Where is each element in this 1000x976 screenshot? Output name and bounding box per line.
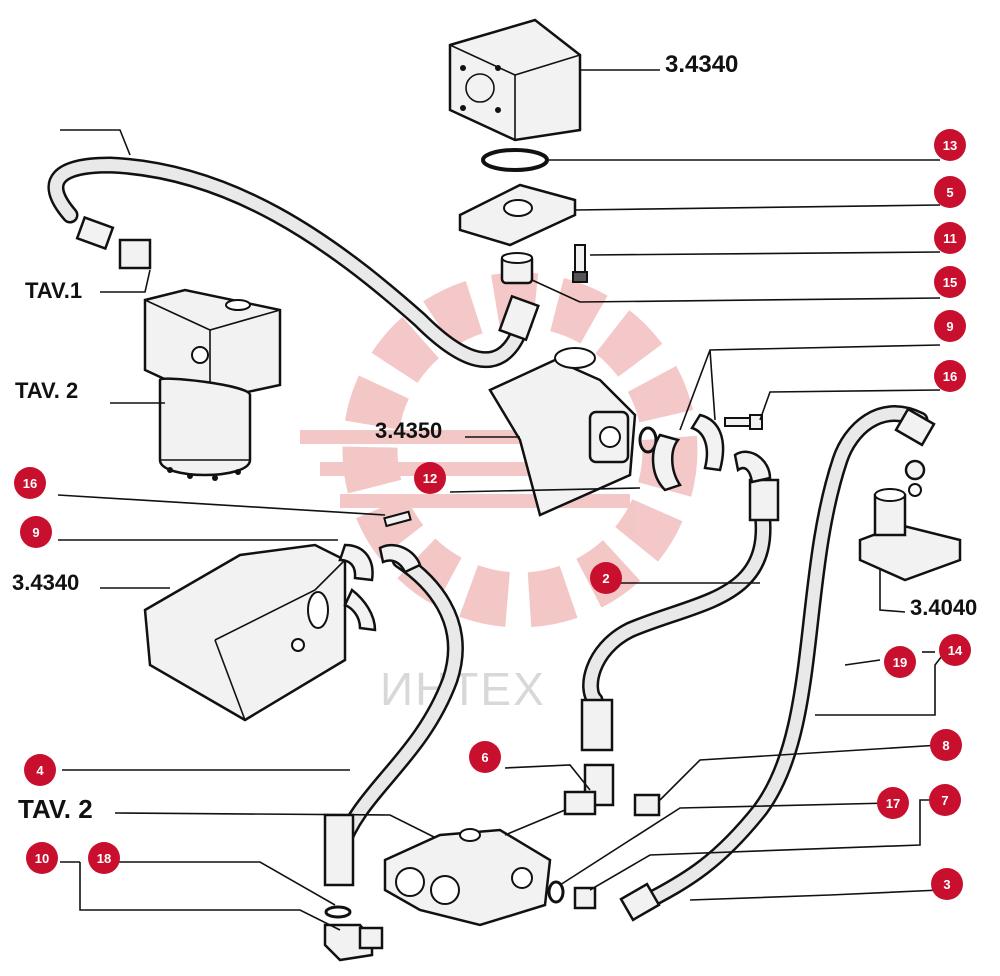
flange-plate xyxy=(458,183,577,247)
svg-text:6: 6 xyxy=(481,750,488,765)
clamp-halves-right xyxy=(651,413,725,492)
badge-12: 12 xyxy=(414,462,446,494)
svg-text:9: 9 xyxy=(32,525,39,540)
svg-text:14: 14 xyxy=(948,643,963,658)
svg-text:19: 19 xyxy=(893,655,907,670)
ref-pump: 3.4350 xyxy=(375,418,442,443)
svg-text:15: 15 xyxy=(943,275,957,290)
bolt-16-right xyxy=(724,414,763,430)
svg-text:8: 8 xyxy=(942,738,949,753)
badge-15: 15 xyxy=(934,266,966,298)
badge-9-left: 9 xyxy=(20,516,52,548)
badge-10: 10 xyxy=(26,842,58,874)
svg-text:11: 11 xyxy=(943,231,957,246)
valve-block-top xyxy=(448,18,582,142)
manifold-block xyxy=(383,828,552,927)
badge-13: 13 xyxy=(934,129,966,161)
hose-tav1 xyxy=(47,156,540,368)
hose-2 xyxy=(580,450,780,752)
svg-text:7: 7 xyxy=(941,793,948,808)
badge-19: 19 xyxy=(884,646,916,678)
washer-17 xyxy=(547,880,565,904)
badge-6: 6 xyxy=(469,741,501,773)
ref-valve-left: 3.4340 xyxy=(12,570,79,595)
svg-text:18: 18 xyxy=(97,851,111,866)
bolt-16-left xyxy=(383,510,412,528)
watermark-bar-3 xyxy=(340,494,630,508)
svg-text:16: 16 xyxy=(943,369,957,384)
svg-text:16: 16 xyxy=(23,476,37,491)
badge-7: 7 xyxy=(929,784,961,816)
svg-text:4: 4 xyxy=(36,763,44,778)
badge-17: 17 xyxy=(877,787,909,819)
bolt-hole xyxy=(460,65,466,71)
badge-16-right: 16 xyxy=(934,360,966,392)
badge-3: 3 xyxy=(931,868,963,900)
pump-housing xyxy=(488,347,637,517)
badge-9-right: 9 xyxy=(934,310,966,342)
badge-5: 5 xyxy=(934,176,966,208)
svg-text:9: 9 xyxy=(946,319,953,334)
svg-text:5: 5 xyxy=(946,185,953,200)
ref-tav2-bottom: TAV. 2 xyxy=(18,794,93,824)
hose-3 xyxy=(619,405,936,922)
svg-text:10: 10 xyxy=(35,851,49,866)
badge-14: 14 xyxy=(939,634,971,666)
badge-18: 18 xyxy=(88,842,120,874)
svg-text:12: 12 xyxy=(423,471,437,486)
badge-4: 4 xyxy=(24,754,56,786)
valve-block-left xyxy=(143,543,347,722)
bolt-11 xyxy=(572,244,588,283)
washer-18 xyxy=(324,905,352,919)
cylinder-3-4040 xyxy=(858,459,962,582)
fitting-17 xyxy=(573,886,597,910)
fitting-15 xyxy=(500,252,534,285)
ref-cylinder: 3.4040 xyxy=(910,595,977,620)
svg-text:17: 17 xyxy=(886,796,900,811)
badge-8: 8 xyxy=(930,729,962,761)
badge-2: 2 xyxy=(590,562,622,594)
badge-16-left: 16 xyxy=(14,467,46,499)
seal-ring xyxy=(481,148,549,172)
ref-valve-top: 3.4340 xyxy=(665,51,738,78)
motor-assembly xyxy=(143,288,282,481)
svg-text:3: 3 xyxy=(943,877,950,892)
ref-tav2-top: TAV. 2 xyxy=(15,378,78,403)
ref-tav1: TAV.1 xyxy=(25,278,82,303)
elbow-fitting-10 xyxy=(323,923,384,962)
fitting-8 xyxy=(633,793,661,817)
elbow-fitting-6 xyxy=(563,763,615,816)
svg-text:2: 2 xyxy=(602,571,609,586)
clamp-halves-left xyxy=(338,543,377,632)
svg-text:13: 13 xyxy=(943,138,957,153)
watermark-text: ИНТЕХ xyxy=(380,663,546,715)
badge-11: 11 xyxy=(934,222,966,254)
hose-4 xyxy=(323,543,464,887)
